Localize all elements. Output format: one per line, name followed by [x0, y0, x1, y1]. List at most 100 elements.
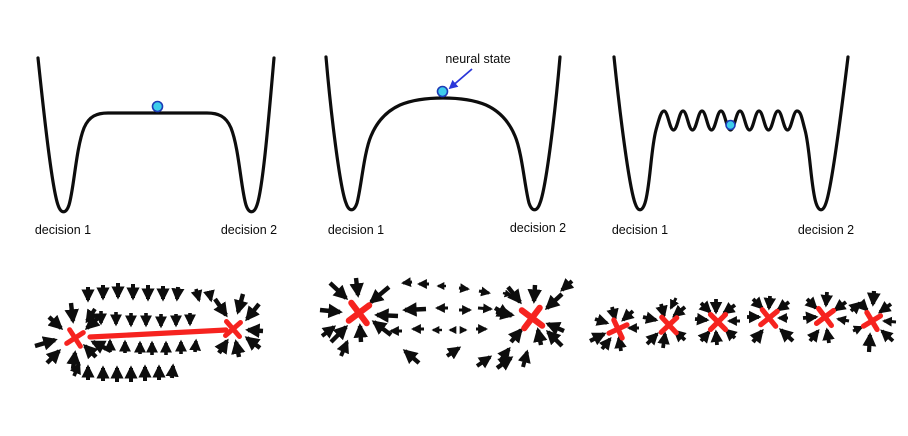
neural-state-ball-icon — [151, 100, 164, 113]
flow-arrow-icon — [328, 281, 349, 300]
attractor-x-icon — [223, 319, 243, 339]
attractor-x-icon — [518, 304, 546, 332]
decision-2-label: decision 2 — [510, 221, 566, 235]
flow-arrow-icon — [203, 289, 215, 303]
flow-arrows — [319, 277, 565, 371]
flow-arrow-icon — [368, 285, 391, 304]
attractor-x-icon — [813, 305, 837, 329]
flow-arrow-icon — [606, 306, 619, 322]
flow-arrow-icon — [64, 302, 79, 324]
panel-two-point-attractor-field — [319, 277, 575, 371]
flow-arrow-icon — [820, 291, 834, 308]
neural-state-annotation: neural state — [445, 52, 511, 90]
potential-curve — [324, 55, 562, 212]
flow-arrows — [320, 278, 575, 369]
flow-arrow-icon — [517, 349, 531, 368]
flow-arrow-icon — [402, 302, 427, 317]
flow-arrow-icon — [544, 292, 564, 310]
flow-arrow-icon — [349, 277, 364, 298]
decision-1-label: decision 1 — [35, 223, 91, 237]
flow-arrow-icon — [749, 328, 764, 344]
flow-arrow-icon — [34, 336, 58, 351]
potential-curve — [612, 55, 850, 212]
flow-arrow-icon — [778, 328, 795, 343]
decision-2-label: decision 2 — [798, 223, 854, 237]
flow-arrow-icon — [880, 329, 895, 343]
panel-multi-point-attractor-field — [589, 290, 897, 353]
flow-arrow-icon — [458, 283, 470, 294]
decision-1-label: decision 1 — [328, 223, 384, 237]
flow-arrow-icon — [594, 313, 610, 326]
flow-arrow-icon — [371, 320, 393, 337]
neural-state-ball-icon — [725, 119, 736, 131]
flow-arrow-icon — [855, 298, 869, 312]
flow-arrow-icon — [475, 355, 493, 369]
flow-arrow-icon — [545, 321, 565, 336]
neural-state-label: neural state — [445, 52, 510, 66]
flow-arrow-icon — [477, 303, 493, 314]
flow-arrow-icon — [320, 325, 337, 339]
flow-arrow-icon — [245, 302, 261, 322]
flow-arrow-icon — [69, 361, 81, 377]
attractor-x-icon — [64, 327, 86, 349]
flow-arrow-icon — [47, 314, 64, 330]
flow-arrow-icon — [527, 284, 542, 304]
flow-arrow-icon — [493, 303, 512, 318]
flow-arrow-icon — [244, 336, 262, 351]
flow-arrows — [389, 277, 493, 336]
flow-arrow-icon — [189, 338, 202, 353]
flow-arrows — [589, 290, 881, 353]
flow-arrow-icon — [213, 297, 228, 318]
flow-arrow-icon — [862, 332, 877, 353]
flow-arrow-icon — [657, 331, 670, 349]
flow-arrow-icon — [669, 297, 679, 310]
flow-arrow-icon — [336, 339, 349, 357]
flow-arrows — [69, 288, 215, 377]
flow-arrow-icon — [214, 338, 229, 355]
flow-arrow-icon — [866, 290, 881, 307]
flow-arrow-icon — [832, 299, 848, 312]
flow-arrow-icon — [775, 299, 791, 312]
flow-arrow-icon — [401, 277, 413, 288]
flow-arrows — [627, 297, 897, 335]
flow-arrow-icon — [245, 323, 264, 339]
flow-arrow-icon — [598, 337, 612, 351]
flow-arrow-icon — [721, 302, 737, 315]
flow-arrow-icon — [66, 350, 81, 370]
flow-arrow-icon — [560, 278, 575, 292]
attractor-x-icon — [707, 311, 729, 333]
flow-arrow-icon — [621, 308, 635, 322]
potential-curve — [36, 56, 276, 214]
flow-arrow-icon — [642, 311, 659, 324]
flow-arrow-icon — [497, 346, 511, 363]
attractor-x-icon — [860, 309, 884, 333]
flow-arrow-icon — [90, 340, 112, 354]
flow-arrow-icon — [234, 293, 249, 315]
neural-state-ball-icon — [436, 85, 449, 98]
flow-arrow-icon — [445, 346, 462, 360]
attractor-x-icon — [758, 307, 780, 329]
flow-arrow-icon — [852, 325, 864, 335]
flow-arrow-icon — [694, 312, 710, 326]
panel-line-attractor-field — [34, 283, 264, 382]
flow-arrow-icon — [45, 348, 62, 365]
attractor-x-icon — [658, 314, 680, 336]
flow-arrow-icon — [190, 288, 203, 303]
decision-2-label: decision 2 — [221, 223, 277, 237]
flow-arrow-icon — [750, 296, 764, 310]
flow-arrows — [431, 282, 513, 334]
panel-hump-potential: neural state decision 1 decision 2 — [324, 52, 566, 237]
flow-arrow-icon — [165, 363, 179, 379]
flow-arrow-icon — [822, 327, 835, 344]
flow-arrow-icon — [710, 329, 724, 346]
line-attractor — [87, 327, 229, 340]
flow-arrow-icon — [698, 300, 712, 314]
flow-arrow-icon — [502, 289, 513, 298]
flow-arrow-icon — [836, 315, 850, 326]
flow-arrow-icon — [645, 332, 659, 346]
flow-arrow-icon — [353, 323, 368, 343]
annotation-arrow-icon — [448, 68, 473, 90]
flow-arrow-icon — [804, 296, 818, 310]
flow-arrow-icon — [506, 285, 522, 305]
